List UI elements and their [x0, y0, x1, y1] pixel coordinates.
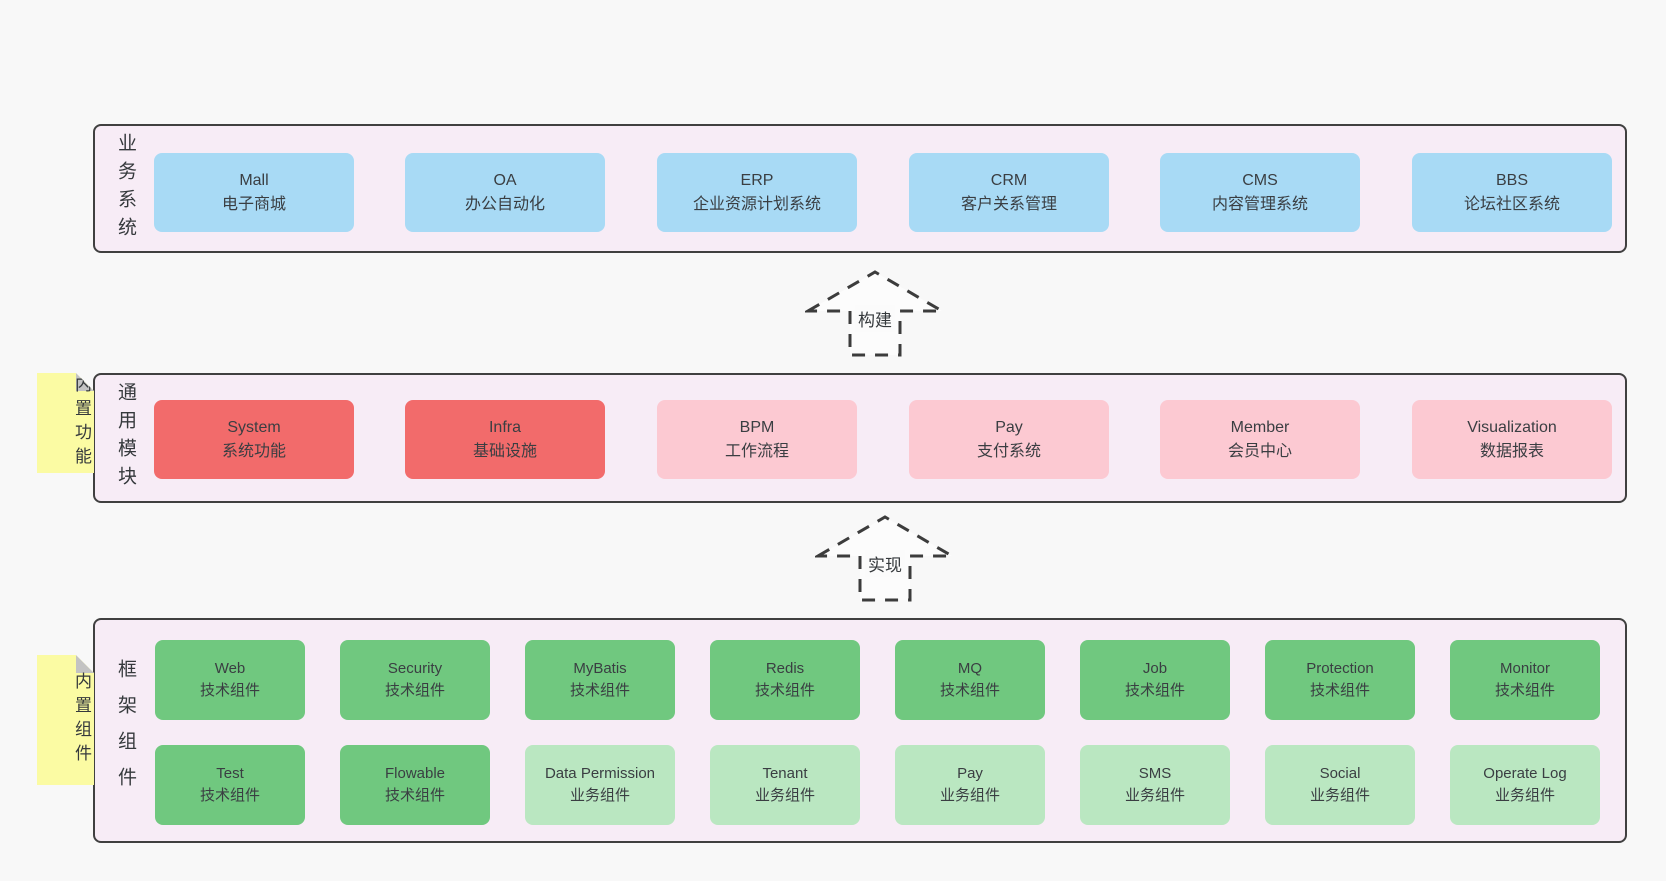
box-title: Protection: [1306, 660, 1374, 677]
box-redis: Redis 技术组件: [710, 640, 860, 720]
box-title: BBS: [1495, 171, 1528, 189]
arrow-implement-label: 实现: [865, 550, 905, 577]
box-mall: Mall 电子商城: [154, 153, 354, 232]
band-modules-label: 通用模块: [115, 382, 136, 494]
box-title: Security: [387, 660, 443, 677]
box-subtitle: 客户关系管理: [960, 195, 1057, 213]
box-subtitle: 内容管理系统: [1211, 195, 1308, 213]
box-subtitle: 支付系统: [976, 442, 1041, 460]
box-title: Mall: [239, 171, 269, 189]
box-subtitle: 技术组件: [384, 787, 445, 804]
box-title: Infra: [488, 418, 521, 436]
band-business-systems: 业务系统 Mall 电子商城 OA 办公自动化 ERP 企业资源计划系统 CRM…: [93, 124, 1627, 253]
box-subtitle: 企业资源计划系统: [692, 195, 821, 213]
box-bbs: BBS 论坛社区系统: [1412, 153, 1612, 232]
box-protection: Protection 技术组件: [1265, 640, 1415, 720]
box-title: Redis: [765, 660, 805, 677]
box-subtitle: 基础设施: [472, 442, 537, 460]
box-title: Visualization: [1467, 418, 1557, 436]
box-cms: CMS 内容管理系统: [1160, 153, 1360, 232]
box-title: Pay: [995, 418, 1023, 436]
box-title: CMS: [1242, 171, 1278, 189]
box-tenant: Tenant 业务组件: [710, 745, 860, 825]
box-title: System: [227, 418, 281, 436]
arrow-build: 构建: [805, 269, 945, 359]
box-title: BPM: [739, 418, 775, 436]
box-infra: Infra 基础设施: [405, 400, 605, 479]
band-framework-components: 框架组件 Web 技术组件 Security 技术组件 MyBatis 技术组件…: [93, 618, 1627, 843]
box-subtitle: 论坛社区系统: [1463, 195, 1560, 213]
box-security: Security 技术组件: [340, 640, 490, 720]
box-subtitle: 数据报表: [1479, 442, 1544, 460]
box-subtitle: 技术组件: [199, 682, 260, 699]
box-subtitle: 业务组件: [1124, 787, 1185, 804]
box-subtitle: 业务组件: [569, 787, 630, 804]
box-subtitle: 技术组件: [199, 787, 260, 804]
box-pay-module: Pay 支付系统: [909, 400, 1109, 479]
box-subtitle: 业务组件: [754, 787, 815, 804]
box-subtitle: 业务组件: [1494, 787, 1555, 804]
band-framework-label: 框架组件: [115, 658, 136, 803]
box-mq: MQ 技术组件: [895, 640, 1045, 720]
sticky-label: 内置组件: [72, 672, 91, 768]
arrow-implement: 实现: [815, 514, 955, 604]
box-title: Pay: [957, 765, 983, 782]
box-title: SMS: [1138, 765, 1172, 782]
box-crm: CRM 客户关系管理: [909, 153, 1109, 232]
box-subtitle: 技术组件: [1309, 682, 1370, 699]
band-business-label: 业务系统: [115, 132, 136, 245]
box-bpm: BPM 工作流程: [657, 400, 857, 479]
box-web: Web 技术组件: [155, 640, 305, 720]
box-monitor: Monitor 技术组件: [1450, 640, 1600, 720]
box-title: Operate Log: [1483, 765, 1567, 782]
box-subtitle: 技术组件: [754, 682, 815, 699]
box-title: Data Permission: [544, 765, 656, 782]
box-title: Test: [216, 765, 244, 782]
box-title: MQ: [957, 660, 983, 677]
box-title: Job: [1142, 660, 1168, 677]
box-title: CRM: [990, 171, 1028, 189]
box-subtitle: 业务组件: [939, 787, 1000, 804]
box-sms: SMS 业务组件: [1080, 745, 1230, 825]
box-system: System 系统功能: [154, 400, 354, 479]
box-subtitle: 业务组件: [1309, 787, 1370, 804]
box-visualization: Visualization 数据报表: [1412, 400, 1612, 479]
box-oa: OA 办公自动化: [405, 153, 605, 232]
box-mybatis: MyBatis 技术组件: [525, 640, 675, 720]
box-subtitle: 会员中心: [1227, 442, 1292, 460]
box-subtitle: 技术组件: [939, 682, 1000, 699]
box-test: Test 技术组件: [155, 745, 305, 825]
box-title: Social: [1319, 765, 1361, 782]
box-erp: ERP 企业资源计划系统: [657, 153, 857, 232]
box-title: Member: [1230, 418, 1290, 436]
box-title: MyBatis: [573, 660, 627, 677]
box-flowable: Flowable 技术组件: [340, 745, 490, 825]
box-subtitle: 技术组件: [1124, 682, 1185, 699]
box-social: Social 业务组件: [1265, 745, 1415, 825]
box-title: OA: [493, 171, 517, 189]
box-subtitle: 办公自动化: [464, 195, 545, 213]
sticky-note-builtin-components: 内置组件: [37, 655, 94, 785]
box-subtitle: 工作流程: [724, 442, 789, 460]
box-title: ERP: [740, 171, 774, 189]
box-pay-component: Pay 业务组件: [895, 745, 1045, 825]
band-common-modules: 通用模块 System 系统功能 Infra 基础设施 BPM 工作流程 Pay…: [93, 373, 1627, 503]
box-member: Member 会员中心: [1160, 400, 1360, 479]
box-title: Tenant: [762, 765, 808, 782]
box-title: Web: [214, 660, 246, 677]
arrow-build-label: 构建: [855, 305, 895, 332]
box-subtitle: 技术组件: [569, 682, 630, 699]
box-subtitle: 技术组件: [384, 682, 445, 699]
sticky-label: 内置功能: [72, 375, 91, 471]
sticky-note-builtin-features: 内置功能: [37, 373, 94, 473]
box-subtitle: 技术组件: [1494, 682, 1555, 699]
box-data-permission: Data Permission 业务组件: [525, 745, 675, 825]
box-title: Monitor: [1499, 660, 1551, 677]
box-job: Job 技术组件: [1080, 640, 1230, 720]
box-title: Flowable: [384, 765, 446, 782]
box-operate-log: Operate Log 业务组件: [1450, 745, 1600, 825]
box-subtitle: 系统功能: [221, 442, 286, 460]
box-subtitle: 电子商城: [221, 195, 286, 213]
